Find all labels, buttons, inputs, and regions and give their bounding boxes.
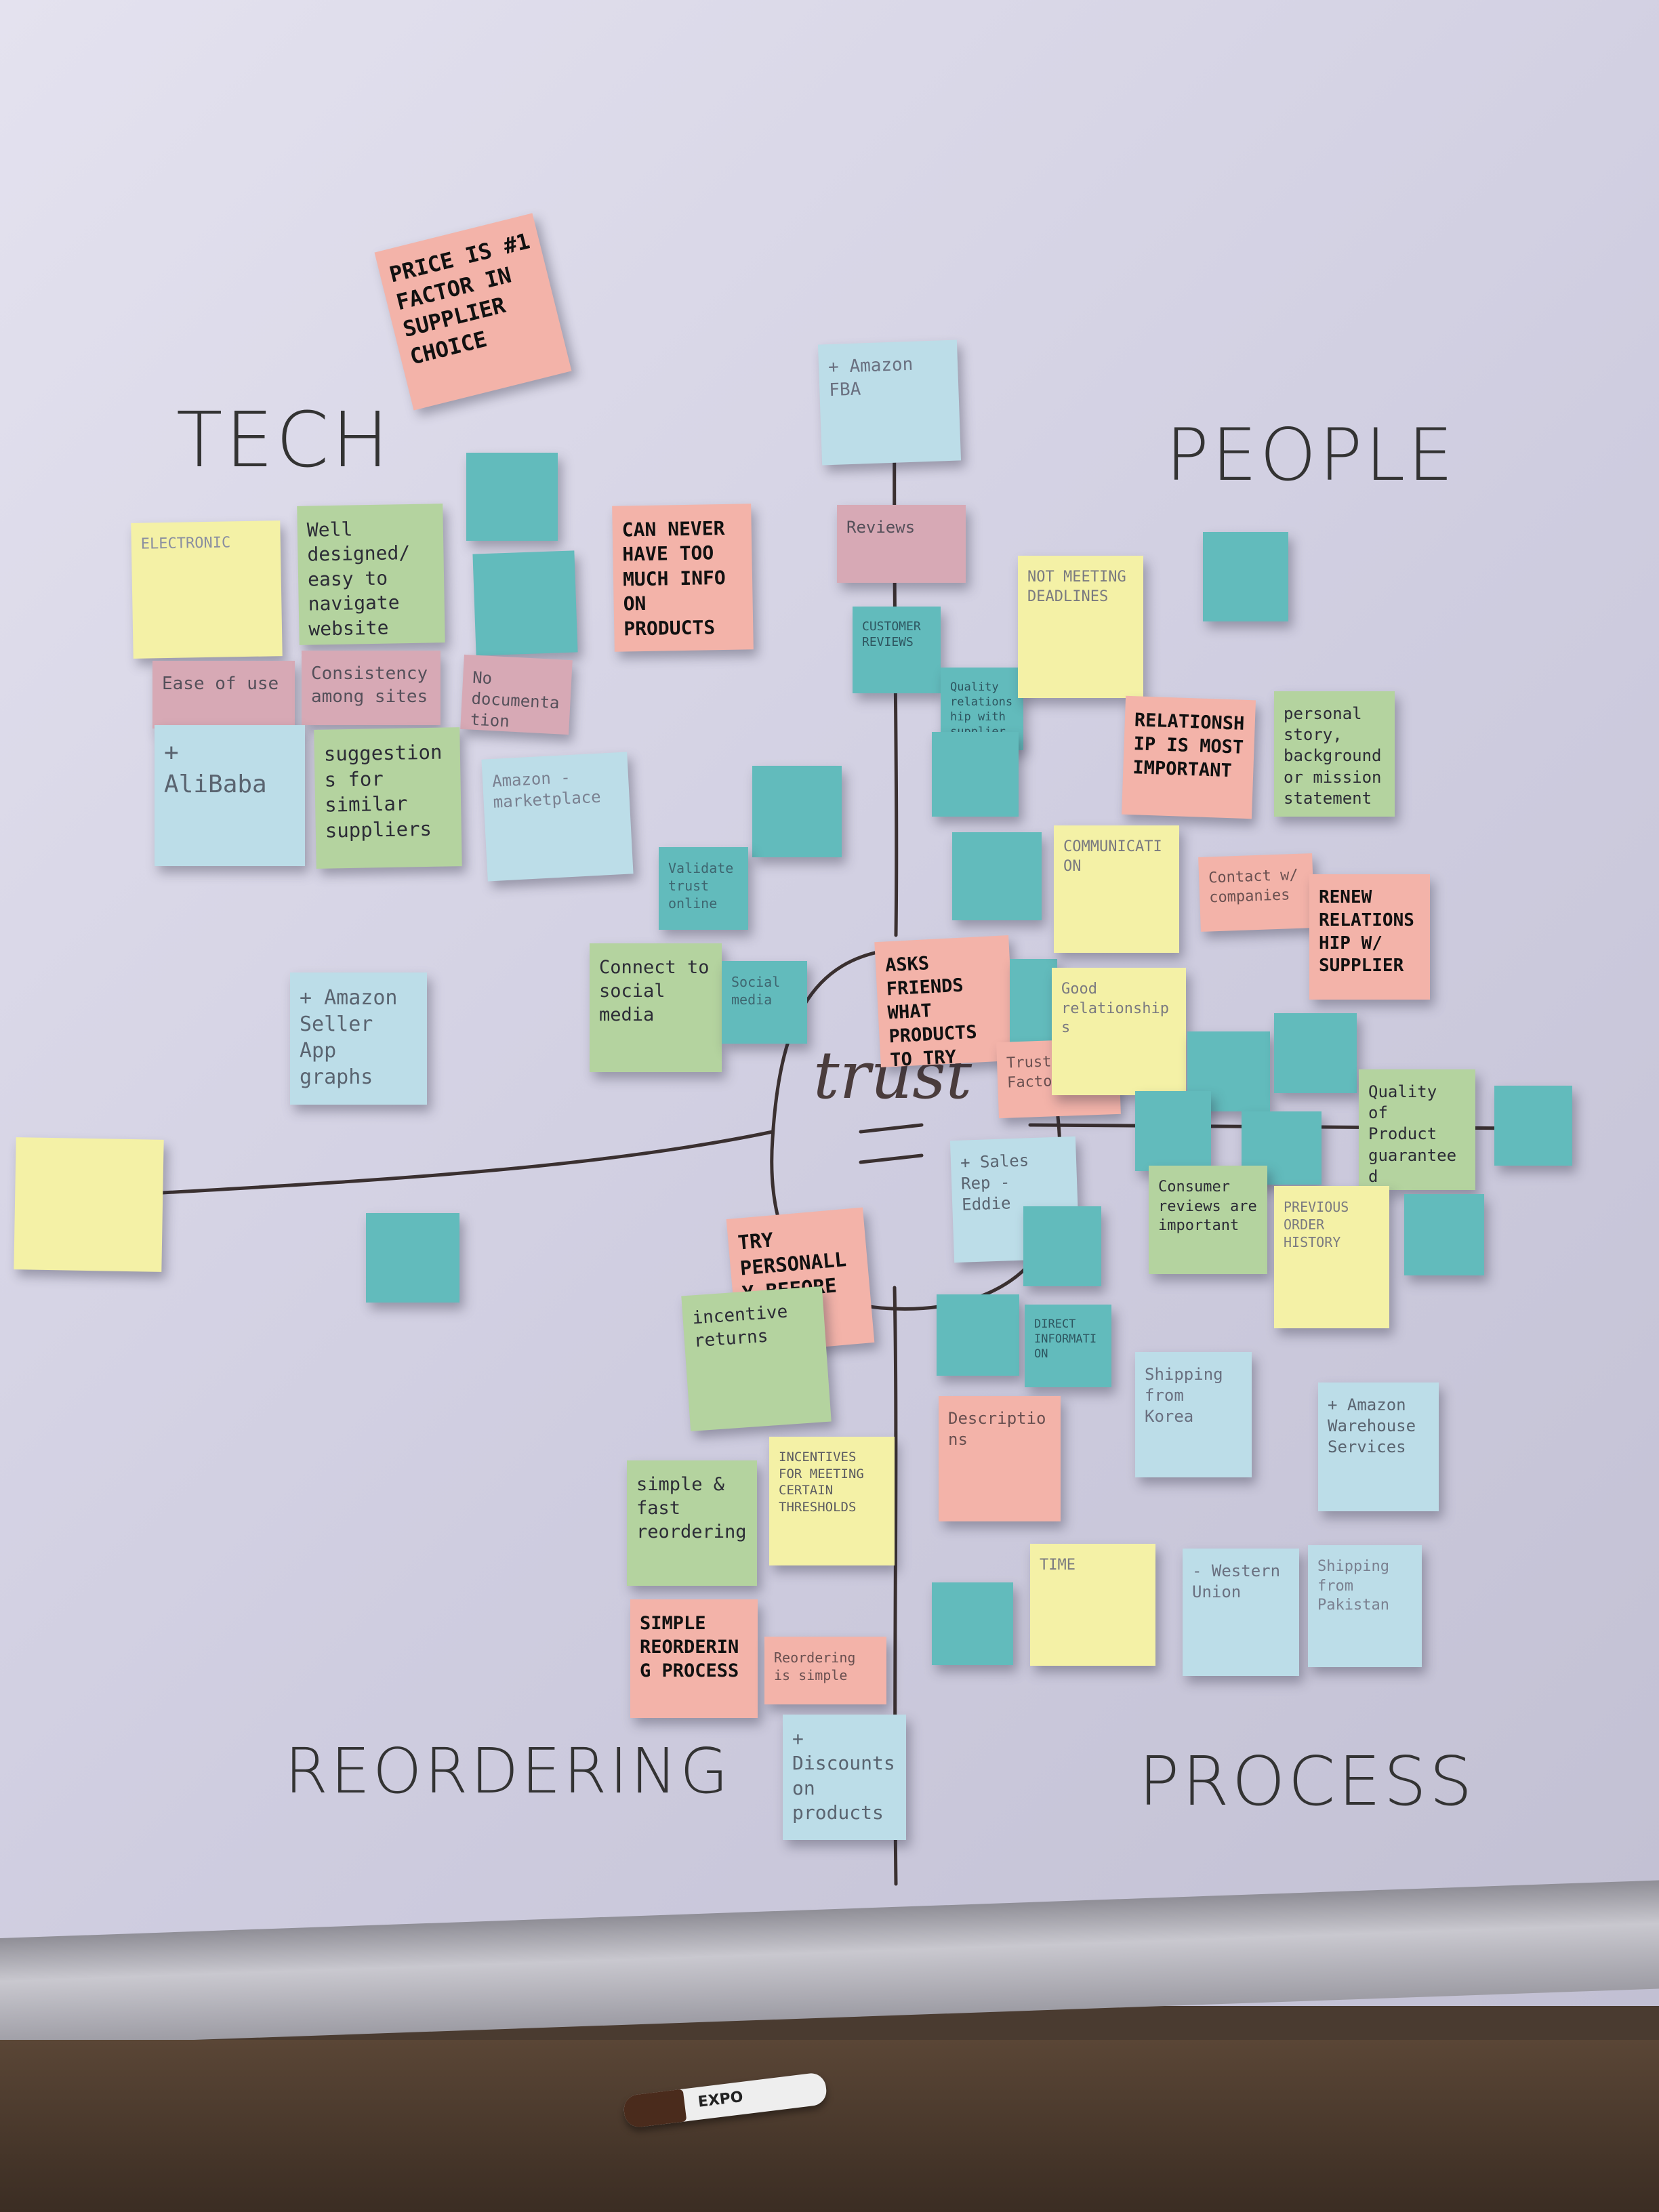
sticky-note-teal-center-4 — [1023, 1206, 1101, 1286]
sticky-note-reviews: Reviews — [837, 505, 966, 583]
sticky-note-no-documentation: No documentation management — [460, 654, 573, 735]
sticky-note-not-meeting: NOT MEETING DEADLINES — [1018, 556, 1143, 698]
sticky-note-teal-people-4 — [1494, 1086, 1572, 1166]
sticky-note-teal-center-2 — [952, 832, 1042, 920]
sticky-note-teal-people-3 — [1274, 1013, 1357, 1093]
sticky-note-incentive-returns: incentive returns — [681, 1286, 832, 1432]
sticky-note-contact-companies: Contact w/ companies — [1198, 853, 1315, 932]
sticky-note-western-union: - Western Union — [1183, 1549, 1299, 1676]
sticky-note-validate: Validate trust online — [659, 847, 748, 930]
sticky-note-shipping-korea: Shipping from Korea — [1135, 1352, 1252, 1477]
trust-diagram-lines: trust — [161, 418, 1534, 1886]
sticky-note-direct-information: DIRECT INFORMATION — [1025, 1305, 1111, 1387]
sticky-note-descriptions: Descriptions — [939, 1396, 1061, 1521]
horizontal-axis-line-left — [161, 1130, 775, 1195]
sticky-note-asks-friends: ASKS FRIENDS WHAT PRODUCTS TO TRY — [874, 935, 1015, 1068]
sticky-note-teal-center-1 — [932, 732, 1019, 817]
sticky-note-simple-reordering: SIMPLE REORDERING PROCESS — [630, 1599, 758, 1718]
sticky-note-suggestions: suggestions for similar suppliers — [314, 727, 462, 869]
sticky-note-personal-story: personal story, background or mission st… — [1274, 691, 1395, 817]
sticky-note-teal-tech-2 — [472, 550, 578, 656]
sticky-note-teal-center-3 — [1010, 959, 1057, 1046]
sticky-note-well-designed: Well designed/ easy to navigate website — [297, 504, 445, 645]
sticky-note-amazon-services: + Amazon Warehouse Services — [1318, 1382, 1439, 1511]
sticky-note-teal-process-1 — [932, 1582, 1013, 1665]
sticky-note-renew: RENEW RELATIONSHIP W/ SUPPLIER — [1309, 874, 1430, 1000]
sticky-note-left-yellow — [14, 1137, 164, 1272]
sticky-note-relationship-most: RELATIONSHIP IS MOST IMPORTANT — [1122, 695, 1256, 819]
sticky-note-consistency: Consistency among sites — [302, 651, 441, 725]
sticky-note-amazon-fba: + Amazon FBA — [817, 340, 962, 466]
sticky-note-ease-of-use: Ease of use — [152, 661, 295, 729]
sticky-note-teal-people-1 — [1203, 532, 1288, 621]
sticky-note-previous-history: PREVIOUS ORDER HISTORY — [1274, 1186, 1389, 1328]
sticky-note-communication: COMMUNICATION — [1054, 825, 1179, 953]
sticky-note-quality-product: Quality of Product guaranteed — [1359, 1069, 1475, 1190]
sticky-note-time: TIME — [1030, 1544, 1155, 1666]
sticky-note-teal-people-5 — [1135, 1091, 1211, 1171]
sticky-note-customer-reviews: CUSTOMER REVIEWS — [853, 607, 941, 693]
sticky-note-simple-fast: simple & fast reordering — [627, 1460, 757, 1586]
sticky-note-alibaba: + AliBaba — [155, 725, 305, 866]
sticky-note-shipping-pakistan: Shipping from Pakistan — [1308, 1545, 1422, 1667]
sticky-note-amazon-seller: + Amazon Seller App graphs — [290, 972, 427, 1105]
heading-tech: TECH — [176, 396, 392, 485]
sticky-note-lots-of-info — [752, 766, 842, 857]
sticky-note-reordering-simple: Reordering is simple — [764, 1637, 886, 1704]
sticky-note-can-never-have: CAN NEVER HAVE TOO MUCH INFO ON PRODUCTS — [612, 504, 754, 652]
heading-people: PEOPLE — [1166, 413, 1456, 497]
sticky-note-teal-tech-1 — [466, 453, 558, 541]
sticky-note-teal-center-5 — [937, 1294, 1019, 1376]
marker-brand: EXPO — [697, 2088, 744, 2111]
equals-line-top — [859, 1123, 924, 1134]
sticky-note-connect-social: Connect to social media — [590, 943, 722, 1072]
equals-line-bottom — [859, 1153, 924, 1164]
sticky-note-discounts: + Discounts on products — [783, 1715, 906, 1840]
sticky-note-teal-people-7 — [1404, 1194, 1484, 1275]
sticky-note-electronic: ELECTRONIC — [131, 520, 283, 659]
sticky-note-incentives-meeting: INCENTIVES FOR MEETING CERTAIN THRESHOLD… — [769, 1437, 895, 1565]
sticky-note-good-relationships: Good relationships — [1052, 968, 1186, 1095]
sticky-note-teal-left — [366, 1213, 459, 1303]
heading-reordering: REORDERING — [285, 1735, 731, 1807]
heading-process: PROCESS — [1139, 1742, 1475, 1821]
sticky-note-consumer-reviews: Consumer reviews are important — [1149, 1166, 1267, 1274]
sticky-note-social-media: Social media — [722, 961, 807, 1044]
sticky-note-amazon-marketplace: Amazon - marketplace — [481, 752, 634, 882]
marker-tray — [0, 2040, 1659, 2212]
